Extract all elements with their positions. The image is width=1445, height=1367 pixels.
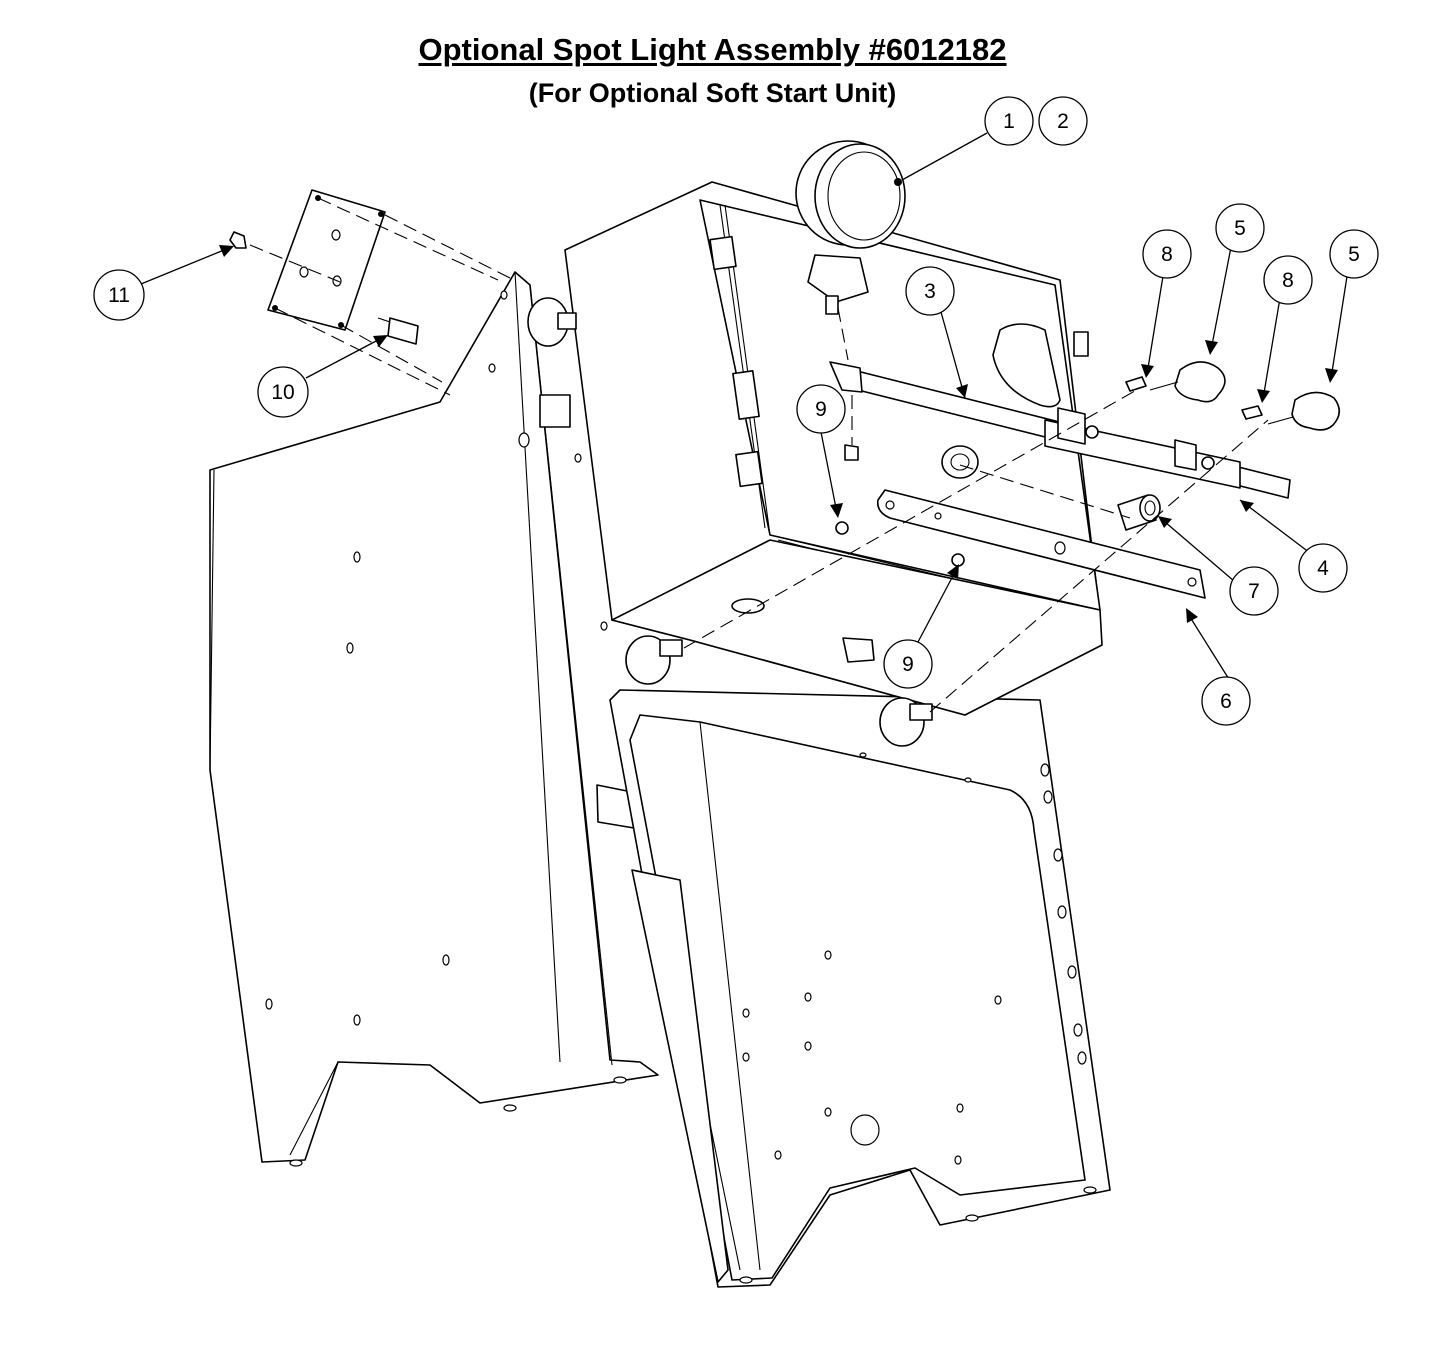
star-knobs [1149, 361, 1341, 431]
screws [1125, 376, 1263, 420]
svg-text:2: 2 [1057, 110, 1069, 133]
svg-text:3: 3 [924, 280, 936, 303]
diagram-title: Optional Spot Light Assembly #6012182 [418, 32, 1007, 67]
soft-start-enclosure [527, 181, 1103, 747]
svg-text:5: 5 [1234, 217, 1246, 240]
svg-text:8: 8 [1282, 269, 1294, 292]
bracket-4 [1044, 407, 1241, 489]
svg-text:11: 11 [108, 284, 130, 307]
callout-7: 7 [1229, 566, 1279, 616]
callout-9a: 9 [796, 384, 846, 434]
callout-6: 6 [1201, 676, 1251, 726]
callout-4: 4 [1298, 543, 1348, 593]
svg-text:9: 9 [815, 398, 827, 421]
callout-2: 2 [1038, 96, 1088, 146]
svg-text:10: 10 [271, 381, 294, 404]
diagram-subtitle: (For Optional Soft Start Unit) [528, 78, 897, 108]
flat-bar-6 [876, 489, 1206, 599]
callout-8b: 8 [1263, 255, 1313, 305]
callout-1: 1 [984, 96, 1034, 146]
svg-text:4: 4 [1317, 557, 1329, 580]
left-stand-panel [209, 271, 659, 1167]
callout-9b: 9 [883, 639, 933, 689]
callout-8a: 8 [1142, 229, 1192, 279]
svg-text:1: 1 [1003, 110, 1015, 133]
callout-5a: 5 [1215, 203, 1265, 253]
right-stand-frame [609, 689, 1111, 1288]
svg-text:6: 6 [1220, 690, 1232, 713]
callout-10: 10 [257, 366, 309, 418]
callout-5b: 5 [1329, 229, 1379, 279]
switch-plate [229, 189, 419, 345]
svg-text:8: 8 [1161, 243, 1173, 266]
svg-text:9: 9 [902, 653, 914, 676]
svg-text:7: 7 [1248, 580, 1260, 603]
leader-lines [140, 132, 1349, 685]
callout-11: 11 [93, 269, 145, 321]
callout-3: 3 [905, 266, 955, 316]
assembly-lines [249, 197, 1269, 713]
spot-light [795, 140, 906, 315]
cord-grip-7 [1117, 494, 1161, 531]
svg-text:5: 5 [1348, 243, 1360, 266]
